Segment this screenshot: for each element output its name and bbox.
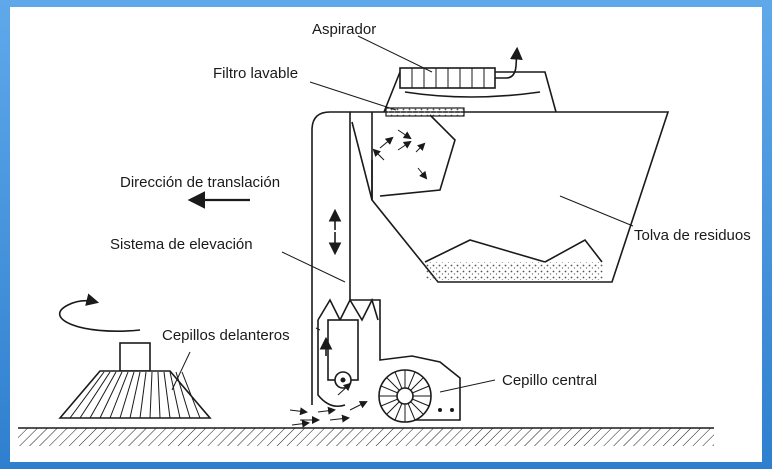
label-front-brushes: Cepillos delanteros — [162, 327, 290, 344]
label-filter: Filtro lavable — [213, 65, 298, 82]
label-elevation: Sistema de elevación — [110, 236, 253, 253]
label-central-brush: Cepillo central — [502, 372, 597, 389]
front-brush — [58, 342, 212, 419]
vacuum-unit — [383, 46, 557, 113]
label-direction: Dirección de translación — [120, 174, 280, 191]
label-hopper: Tolva de residuos — [634, 227, 751, 244]
waste-hopper — [350, 111, 670, 283]
ground — [18, 427, 714, 446]
rotation-arrow-icon — [59, 293, 141, 332]
label-vacuum: Aspirador — [312, 21, 376, 38]
leader-lines — [171, 35, 634, 393]
washable-filter — [385, 107, 465, 117]
elevation-system — [311, 111, 381, 408]
central-brush — [378, 340, 461, 423]
airflow-arrow-icon — [289, 382, 368, 428]
airflow-arrow-icon — [372, 129, 428, 180]
